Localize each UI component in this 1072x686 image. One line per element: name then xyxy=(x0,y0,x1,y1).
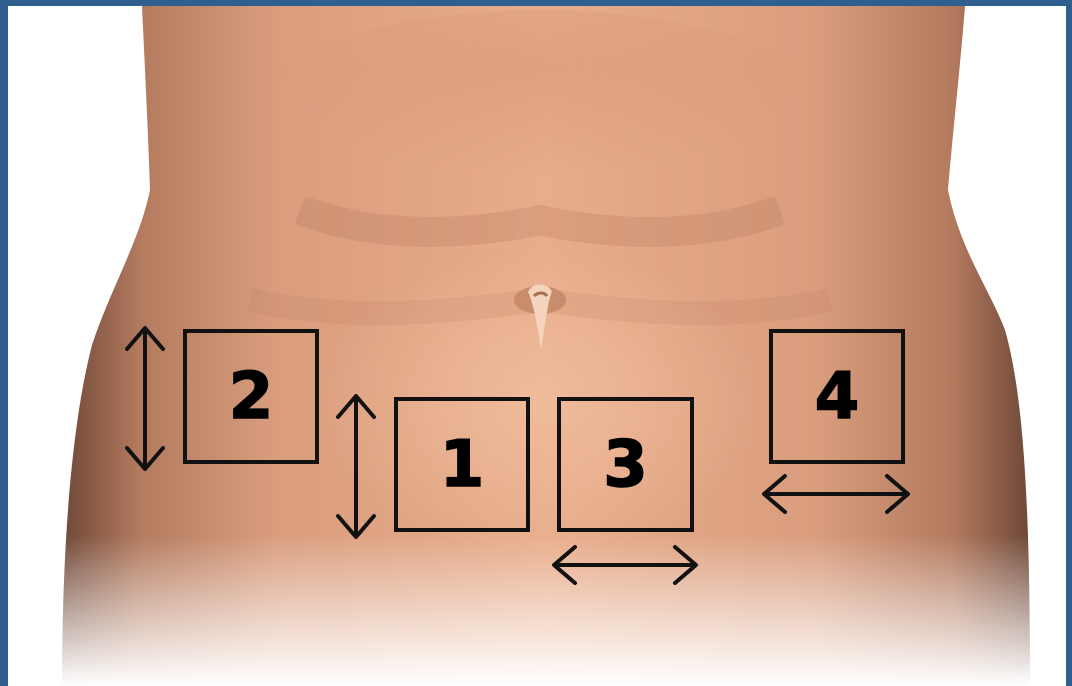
site-number-1: 1 xyxy=(440,433,485,497)
site-box-1: 1 xyxy=(394,397,530,532)
site-box-3: 3 xyxy=(557,397,694,532)
frame-border-top xyxy=(0,0,1072,6)
frame-border-right xyxy=(1066,0,1072,686)
site-number-4: 4 xyxy=(815,365,860,429)
site-number-2: 2 xyxy=(229,365,274,429)
site-box-4: 4 xyxy=(769,329,905,464)
frame-border-left xyxy=(0,0,8,686)
site-box-2: 2 xyxy=(183,329,319,464)
site-number-3: 3 xyxy=(603,433,648,497)
